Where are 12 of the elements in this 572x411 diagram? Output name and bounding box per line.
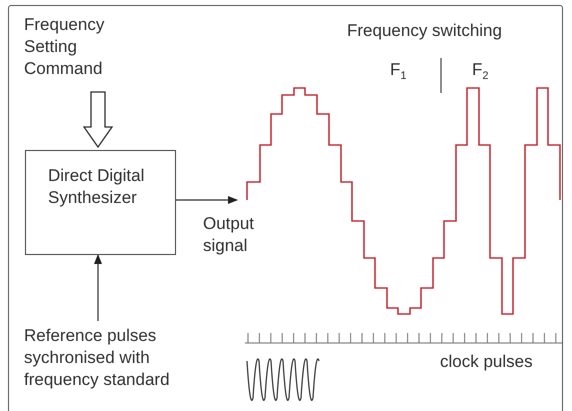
- label-text: Frequency switching: [347, 21, 502, 41]
- label-text: F$_{2}$: [472, 60, 489, 84]
- hollow-arrow: [82, 91, 114, 148]
- node-text: Frequency Setting Command: [24, 14, 154, 80]
- arrow: [176, 196, 238, 204]
- box-text: Direct Digital Synthesizer: [48, 165, 146, 209]
- node-text: Reference pulses sychronised with frequency standard: [24, 325, 224, 391]
- process-box: [25, 150, 176, 255]
- edge-label: Output signal: [203, 213, 256, 257]
- arrow: [94, 254, 102, 321]
- label-text: clock pulses: [440, 352, 533, 372]
- label-text: F$_{1}$: [390, 60, 407, 84]
